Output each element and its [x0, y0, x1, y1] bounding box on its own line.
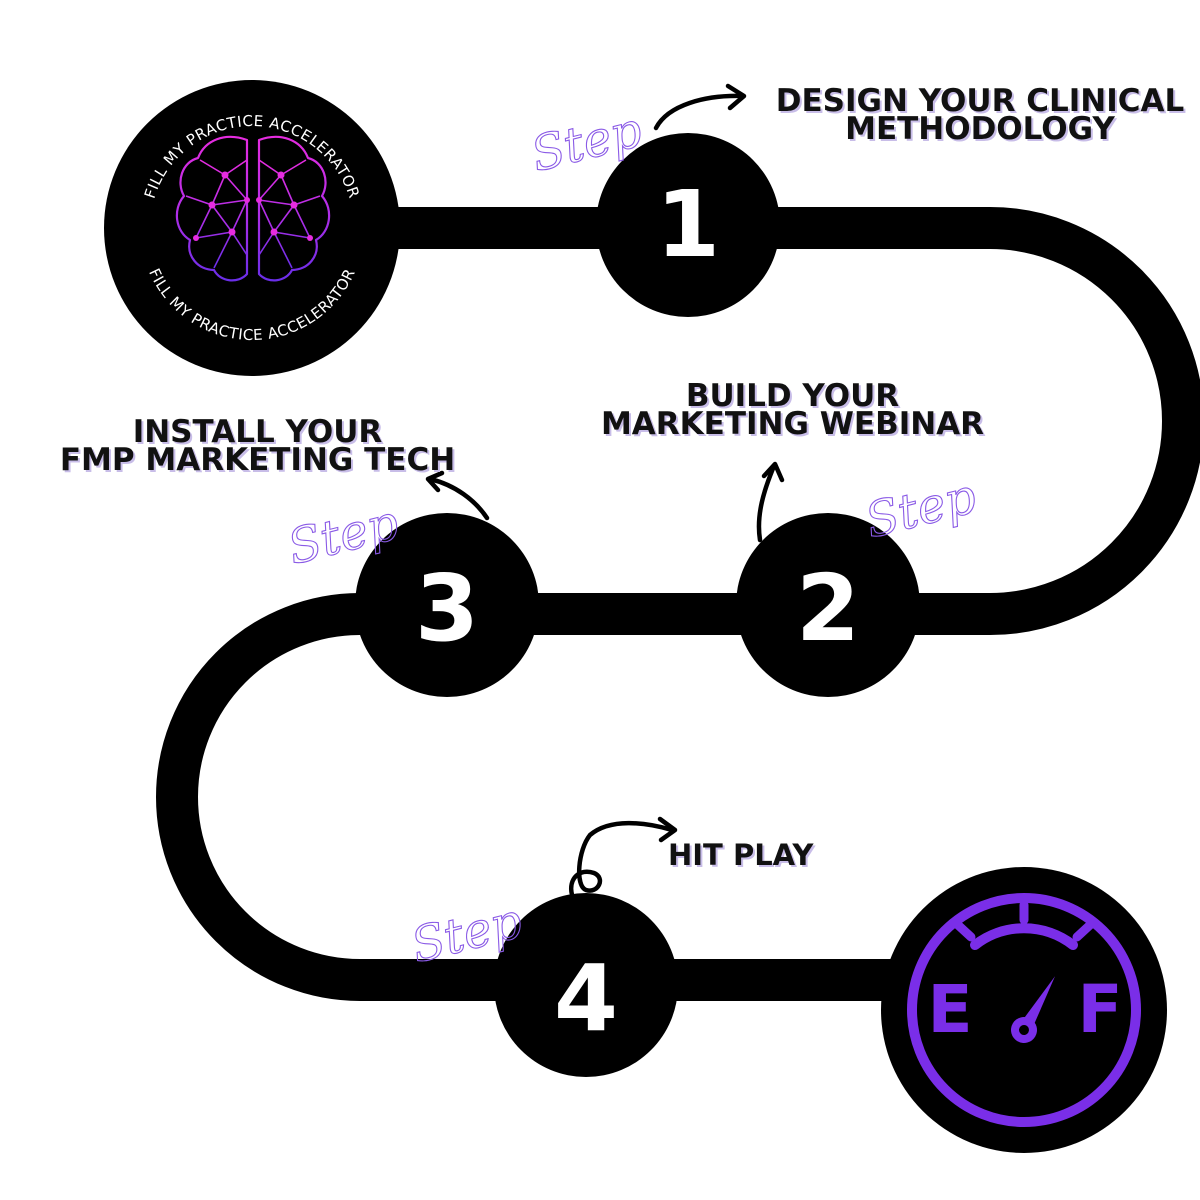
step-3-title-line-2: FMP MARKETING TECH	[59, 441, 456, 478]
step-3-node: 3	[355, 513, 539, 697]
step-3-number: 3	[415, 555, 479, 662]
step-2-title: BUILD YOUR MARKETING WEBINAR	[590, 378, 995, 442]
step-4-number: 4	[554, 945, 618, 1052]
step-4-title-line-1: HIT PLAY	[668, 838, 814, 872]
step-2-arrow	[756, 461, 785, 543]
step-1-title-line-2: METHODOLOGY	[845, 110, 1115, 147]
step-4-arrow	[568, 816, 678, 898]
step-1-arrow	[653, 83, 747, 131]
step-1-node: 1	[596, 133, 780, 317]
gauge-needle	[1011, 976, 1055, 1043]
logo-badge: FILL MY PRACTICE ACCELERATOR FILL MY PRA…	[104, 80, 400, 376]
road-path	[156, 207, 1200, 1001]
step-1-title-line-1: DESIGN YOUR CLINICAL	[775, 83, 1185, 119]
step-1-title: DESIGN YOUR CLINICAL METHODOLOGY	[765, 83, 1195, 147]
step-3-arrow	[425, 470, 490, 521]
step-3-title: INSTALL YOUR FMP MARKETING TECH	[50, 414, 465, 478]
step-2-number: 2	[796, 555, 860, 662]
step-2-title-line-2: MARKETING WEBINAR	[600, 405, 985, 442]
fuel-gauge-icon: E F	[881, 867, 1167, 1153]
step-2-title-line-1: BUILD YOUR	[685, 378, 900, 414]
step-2-script-label: Step	[860, 468, 982, 549]
brain-icon	[175, 135, 331, 282]
step-3-title-line-1: INSTALL YOUR	[132, 414, 383, 450]
gauge-full-label: F	[1077, 971, 1122, 1048]
step-4-title: HIT PLAY	[668, 838, 814, 872]
step-2-node: 2	[736, 513, 920, 697]
step-4-node: 4	[494, 893, 678, 1077]
gauge-empty-label: E	[927, 971, 972, 1048]
step-1-number: 1	[656, 171, 720, 278]
